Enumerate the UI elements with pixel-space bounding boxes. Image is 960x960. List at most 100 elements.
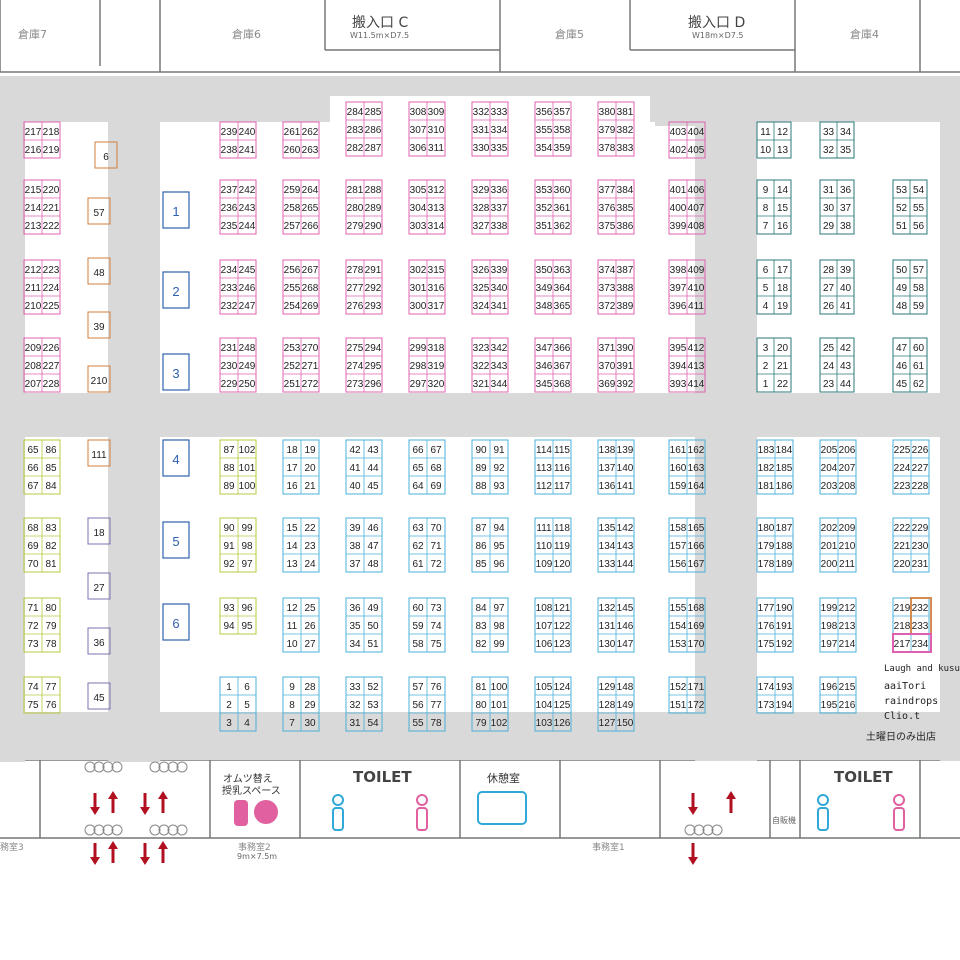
n-marker [162, 191, 190, 229]
booth-number: 307 [410, 125, 427, 136]
booth-number: 95 [493, 541, 505, 552]
booth-number: 174 [758, 682, 775, 693]
booth-number: 304 [410, 203, 427, 214]
booth-number: 172 [688, 700, 705, 711]
booth-number: 134 [599, 541, 616, 552]
booth-number: 146 [617, 621, 634, 632]
booth-number: 47 [367, 541, 379, 552]
booth-number: 153 [670, 639, 687, 650]
booth-number: 17 [777, 265, 789, 276]
booth-number: 75 [27, 700, 39, 711]
booth-number: 150 [617, 718, 634, 729]
booth-number: 325 [473, 283, 490, 294]
booth-number: 263 [302, 145, 319, 156]
booth-number: 54 [367, 718, 379, 729]
gate-d-label: 搬入口 D [688, 15, 746, 31]
booth-number: 57 [913, 265, 925, 276]
door-icon [176, 824, 188, 836]
booth-number: 159 [670, 481, 687, 492]
booth-number: 341 [491, 301, 508, 312]
booth-number: 319 [428, 361, 445, 372]
booth-number: 284 [347, 107, 364, 118]
rest-room-icon [477, 791, 527, 825]
booth-number: 63 [412, 523, 424, 534]
booth-number: 125 [554, 700, 571, 711]
booth-number: 60 [913, 343, 925, 354]
booth-number: 228 [912, 481, 929, 492]
booth-number: 20 [777, 343, 789, 354]
edge-booth-number: 6 [103, 152, 109, 163]
booth-number: 21 [304, 481, 316, 492]
booth-number: 314 [428, 221, 445, 232]
booth-number: 333 [491, 107, 508, 118]
corridor-segment [0, 76, 960, 96]
booth-number: 68 [27, 523, 39, 534]
female-toilet-icon [416, 794, 428, 806]
booth-number: 82 [475, 639, 487, 650]
booth-number: 373 [599, 283, 616, 294]
booth-number: 119 [554, 541, 570, 552]
booth-number: 12 [777, 127, 789, 138]
booth-number: 50 [367, 621, 379, 632]
booth-number: 28 [823, 265, 835, 276]
edge-booth-orange [87, 365, 111, 393]
booth-number: 367 [554, 361, 571, 372]
legend-note: 土曜日のみ出店 [866, 732, 936, 743]
booth-number: 308 [410, 107, 427, 118]
booth-number: 207 [839, 463, 856, 474]
door-icon [158, 824, 170, 836]
male-toilet-icon [332, 807, 344, 831]
booth-number: 52 [896, 203, 908, 214]
booth-number: 401 [670, 185, 687, 196]
edge-booth-purple [87, 572, 111, 600]
door-icon [176, 761, 188, 773]
booth-number: 113 [536, 463, 552, 474]
booth-number: 30 [304, 718, 316, 729]
door-icon [693, 824, 705, 836]
booth-number: 258 [284, 203, 301, 214]
booth-number: 84 [475, 603, 487, 614]
booth-number: 248 [239, 343, 256, 354]
booth-number: 235 [221, 221, 238, 232]
booth-number: 32 [823, 145, 835, 156]
booth-number: 10 [760, 145, 772, 156]
male-toilet-icon [817, 807, 829, 831]
office-1-label: 事務室1 [592, 843, 625, 853]
warehouse-6-label: 倉庫6 [232, 28, 261, 41]
booth-number: 33 [349, 682, 361, 693]
booth-number: 167 [688, 559, 705, 570]
booth-number: 381 [617, 107, 634, 118]
booth-number: 254 [284, 301, 301, 312]
booth-number: 26 [304, 621, 316, 632]
booth-number: 101 [239, 463, 256, 474]
booth-number: 36 [349, 603, 361, 614]
female-toilet-icon [893, 794, 905, 806]
legend-line-2: aaiTori [884, 681, 927, 692]
booth-number: 229 [912, 523, 929, 534]
booth-number: 262 [302, 127, 319, 138]
booth-number: 189 [776, 559, 793, 570]
booth-number: 42 [840, 343, 852, 354]
booth-number: 393 [670, 379, 687, 390]
booth-number: 375 [599, 221, 616, 232]
booth-number: 182 [758, 463, 775, 474]
booth-number: 322 [473, 361, 490, 372]
booth-number: 72 [430, 559, 442, 570]
booth-number: 265 [302, 203, 319, 214]
booth-number: 413 [688, 361, 705, 372]
booth-number: 133 [599, 559, 616, 570]
booth-number: 6 [244, 682, 250, 693]
booth-number: 3 [763, 343, 769, 354]
booth-number: 385 [617, 203, 634, 214]
arrow-down-icon [688, 857, 698, 865]
n-marker [162, 521, 190, 559]
booth-number: 98 [241, 541, 253, 552]
